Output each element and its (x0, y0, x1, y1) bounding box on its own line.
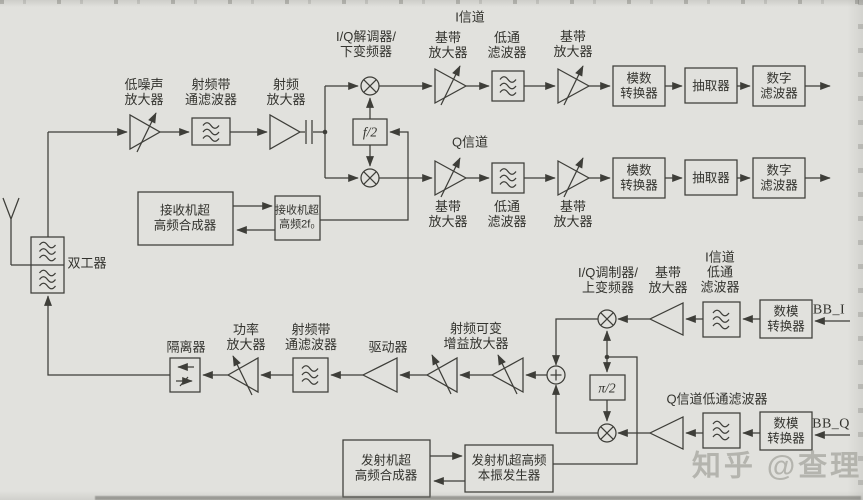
iq-demod-label: I/Q解调器/ 下变频器 (336, 29, 396, 59)
lna-label: 低噪声 放大器 (124, 77, 164, 107)
tx-mixer-i (597, 309, 617, 329)
driver-label: 驱动器 (368, 339, 408, 355)
rx-synth-box (137, 191, 234, 246)
rx-i-adc-text: 模数 转换器 (620, 71, 658, 101)
rx-rf-amp-label: 射频 放大器 (266, 77, 306, 107)
rx-i-bb-amp1-label: 基带 放大器 (428, 30, 468, 60)
phase-shifter-text: π/2 (598, 380, 616, 396)
rx-mixer-i (360, 76, 380, 96)
scan-noise-right (858, 0, 863, 500)
tx-i-path (617, 299, 850, 339)
tx-pa-triangle (226, 355, 259, 396)
tx-q-lpf-label: Q信道低通滤波器 (666, 391, 768, 407)
tx-synth-text: 发射机超 高频合成器 (354, 453, 418, 483)
rx-q-bb-amp2-label: 基带 放大器 (553, 199, 593, 229)
rx-i-lpf-label: 低通 滤波器 (487, 30, 527, 60)
tx-driver-triangle (361, 356, 398, 394)
rx-q-adc-text: 模数 转换器 (620, 163, 658, 193)
scan-artifact-bottom (95, 496, 861, 500)
rx-i-row (379, 65, 831, 107)
vga-label: 射频可变 增益放大器 (443, 321, 509, 351)
iq-mod-label: I/Q调制器/ 上变频器 (578, 265, 638, 295)
i-channel-label: I信道 (455, 9, 485, 25)
tx-vga1-triangle (425, 354, 458, 395)
rx-q-digfilter-text: 数字 滤波器 (760, 163, 798, 193)
tx-lo-gen-box (430, 444, 554, 493)
tx-i-dac-text: 数模 转换器 (767, 304, 805, 334)
rx-lna-triangle (129, 112, 162, 153)
rx-i-bb-amp2-label: 基带 放大器 (553, 29, 593, 59)
bb-i-label: BB_I (812, 302, 846, 318)
scan-noise-top (0, 0, 863, 4)
tx-q-dac-text: 数模 转换器 (767, 416, 805, 446)
tx-bpf-box (292, 357, 329, 393)
rx-i-decimator-text: 抽取器 (692, 78, 730, 93)
bb-q-label: BB_Q (812, 416, 850, 432)
tx-q-path (617, 411, 850, 451)
rx-i-digfilter-text: 数字 滤波器 (760, 71, 798, 101)
duplexer-label: 双工器 (67, 255, 107, 271)
q-channel-label: Q信道 (451, 134, 489, 150)
rx-bpf-box (191, 117, 231, 146)
tx-i-lpf-label: I信道 低通 滤波器 (700, 249, 740, 295)
tx-phase-shifter-box (553, 330, 638, 465)
isolator-label: 隔离器 (166, 339, 206, 355)
rx-q-row (379, 157, 831, 199)
rx-rf-amp-triangle (269, 113, 302, 151)
freq-divider-text: f/2 (362, 124, 378, 140)
rx-mixer-q (360, 168, 380, 188)
tx-summer-circle (546, 318, 598, 434)
pa-label: 功率 放大器 (226, 322, 266, 352)
tx-signal-lines (44, 295, 547, 379)
duplexer-symbol (30, 236, 65, 294)
coupling-capacitor-icon (305, 120, 313, 144)
rx-2f0-text: 接收机超 高频2f₀ (275, 204, 319, 231)
tx-vga2-triangle (490, 354, 524, 395)
rx-2f0-box (233, 195, 321, 241)
freq-divider-box (320, 97, 409, 221)
rx-q-bb-amp1-label: 基带 放大器 (428, 199, 468, 229)
tx-mixer-q (597, 423, 617, 443)
rx-q-decimator-text: 抽取器 (692, 170, 730, 185)
tx-bpf-label: 射频带 通滤波器 (284, 322, 338, 352)
zhihu-watermark: 知乎 @查理 (691, 450, 863, 483)
antenna-icon (2, 197, 31, 266)
rx-bpf-label: 射频带 通滤波器 (184, 77, 238, 107)
isolator-box (169, 357, 201, 393)
rx-q-lpf-label: 低通 滤波器 (487, 199, 527, 229)
tx-bb-amp-label: 基带 放大器 (648, 265, 688, 295)
rx-signal-lines (47, 82, 359, 237)
tx-lo-gen-text: 发射机超高频 本振发生器 (471, 453, 547, 483)
rx-synth-text: 接收机超 高频合成器 (153, 203, 217, 233)
